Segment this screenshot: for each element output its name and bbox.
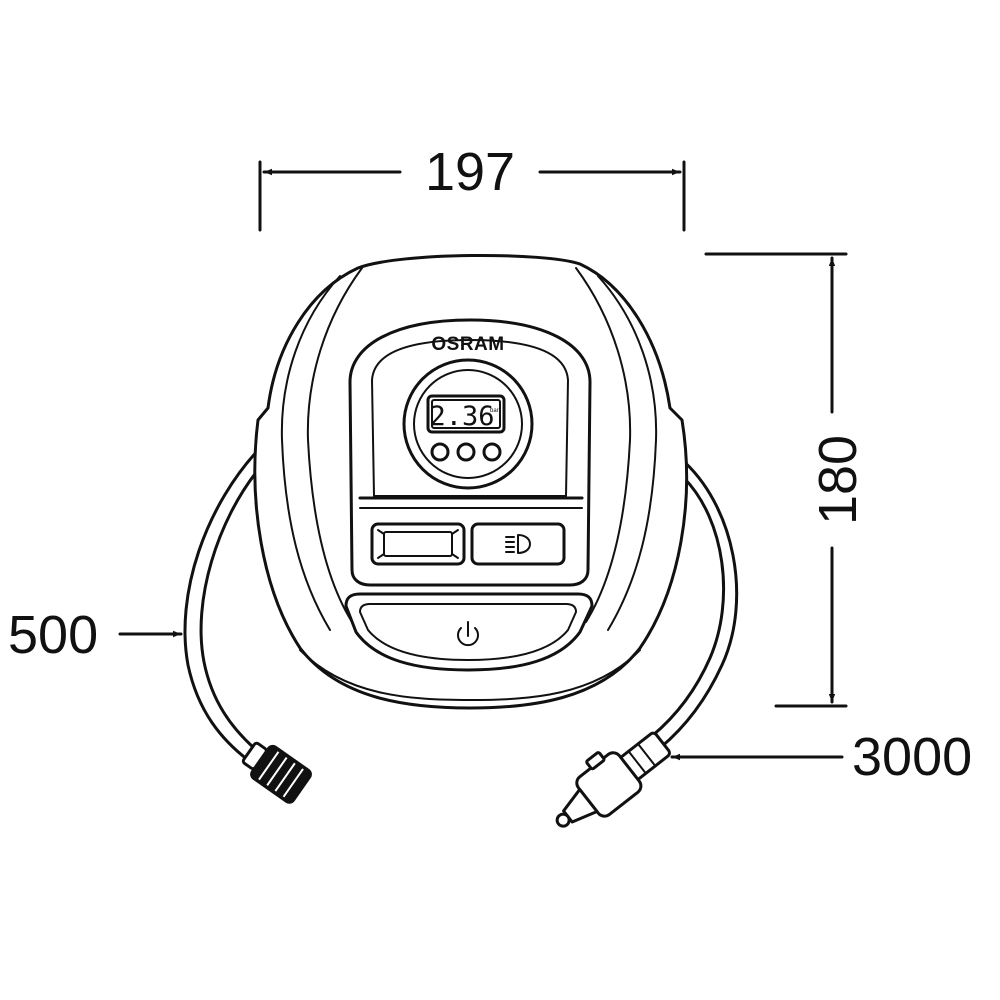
power-button[interactable] — [344, 592, 594, 672]
pressure-display: 2.36 bar — [426, 394, 506, 434]
display-reading: 2.36 — [429, 401, 494, 432]
compressor-body: OSRAM 2.36 bar — [253, 253, 689, 710]
cigarette-lighter-plug — [555, 731, 671, 828]
power-cable — [555, 456, 739, 828]
hose-valve-connector — [241, 741, 312, 804]
hose-length-label: 500 — [8, 605, 98, 665]
height-dimension: 180 — [704, 252, 868, 708]
gauge-bezel — [402, 358, 534, 490]
display-unit: bar — [490, 408, 499, 414]
height-label: 180 — [808, 435, 868, 525]
width-label: 197 — [425, 142, 515, 202]
brand-logo: OSRAM — [431, 334, 504, 355]
light-button[interactable] — [470, 522, 566, 566]
cable-length-label: 3000 — [852, 727, 972, 787]
minus-button[interactable] — [456, 442, 476, 462]
power-icon — [457, 621, 479, 647]
air-hose — [183, 444, 312, 804]
hose-dimension: 500 — [8, 605, 183, 665]
plus-button[interactable] — [482, 442, 502, 462]
width-dimension: 197 — [258, 142, 686, 232]
status-window — [370, 522, 466, 566]
headlight-icon — [505, 534, 531, 554]
cable-dimension: 3000 — [670, 727, 972, 787]
mode-button[interactable] — [430, 442, 450, 462]
